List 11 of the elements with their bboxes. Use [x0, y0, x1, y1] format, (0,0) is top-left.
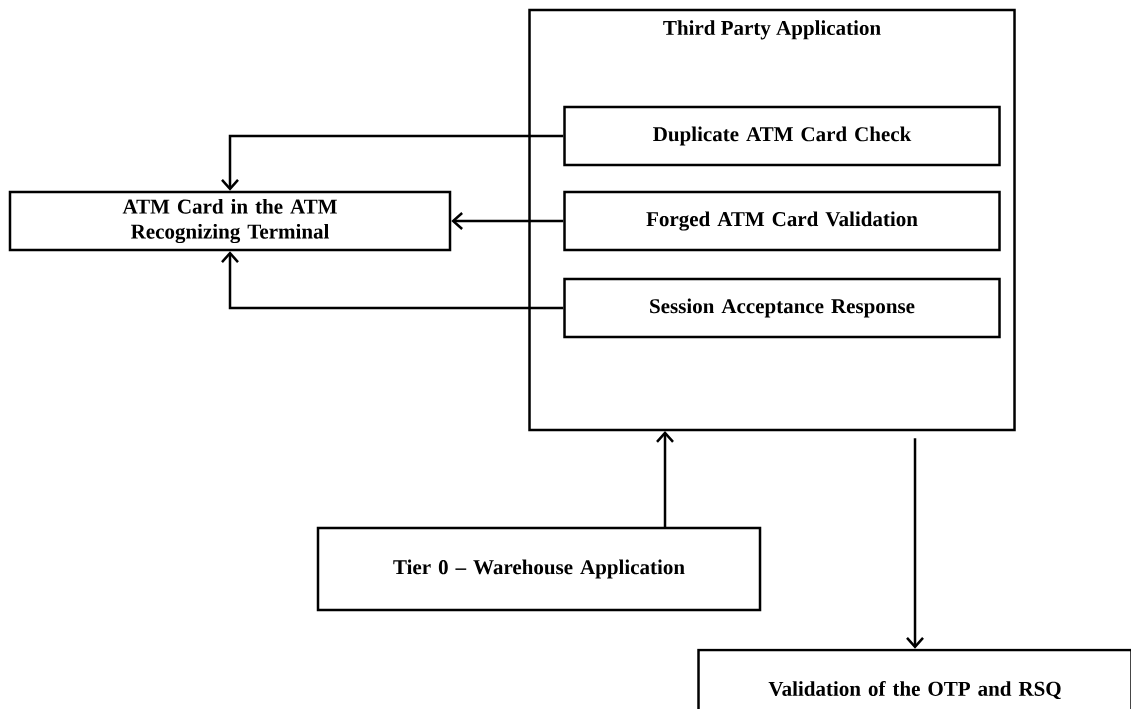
process-box: Tier 0 – Warehouse Application	[316, 526, 762, 612]
arrow	[906, 438, 924, 649]
arrow	[221, 251, 564, 310]
arrow	[221, 134, 564, 191]
arrow	[451, 212, 564, 230]
process-box: ATM Card in the ATM Recognizing Terminal	[8, 190, 452, 252]
arrow	[656, 431, 674, 527]
process-box: Validation of the OTP and RSQ	[697, 648, 1131, 709]
process-box: Forged ATM Card Validation	[563, 190, 1001, 252]
process-box: Session Acceptance Response	[563, 277, 1001, 339]
process-box: Duplicate ATM Card Check	[563, 105, 1001, 167]
